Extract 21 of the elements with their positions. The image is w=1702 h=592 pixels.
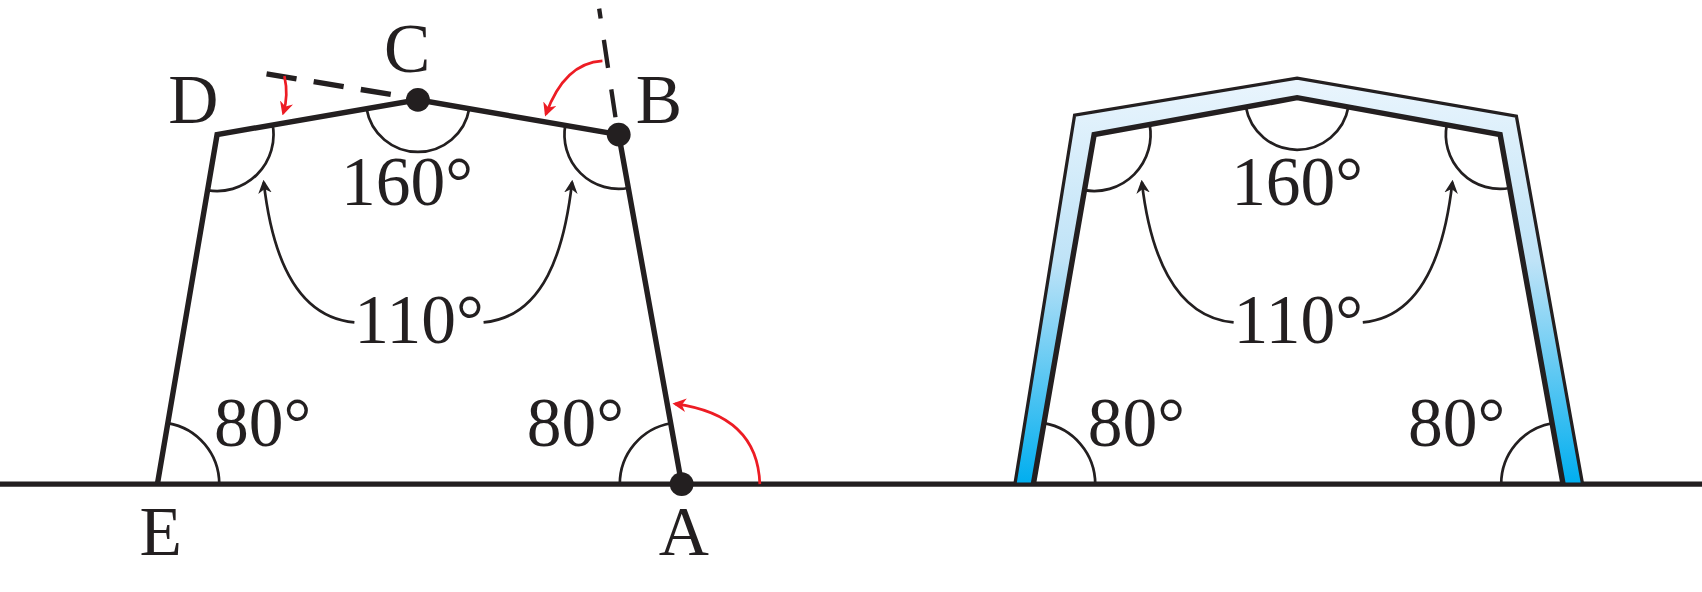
arrow bbox=[1362, 179, 1458, 324]
angle-arc bbox=[1444, 124, 1510, 191]
angle-label: 80° bbox=[1086, 388, 1187, 459]
arrow bbox=[483, 179, 578, 324]
angle-label: 110° bbox=[1231, 285, 1366, 355]
angle-label: 160° bbox=[340, 147, 475, 218]
point-label: C bbox=[382, 14, 432, 84]
angle-label: 80° bbox=[213, 388, 313, 459]
point-label: E bbox=[138, 497, 183, 567]
angle-label: 110° bbox=[352, 285, 486, 355]
point-label: D bbox=[167, 65, 220, 135]
point-label: A bbox=[657, 497, 710, 567]
angle-arc bbox=[207, 124, 275, 193]
arrow bbox=[1136, 179, 1234, 324]
angle-label: 160° bbox=[1230, 147, 1365, 218]
angle-arc bbox=[1084, 124, 1152, 193]
angle-label: 80° bbox=[525, 388, 625, 459]
angle-label: 80° bbox=[1407, 388, 1507, 459]
point-label: B bbox=[634, 65, 684, 135]
arrow bbox=[258, 179, 355, 324]
angle-arc bbox=[563, 125, 629, 191]
